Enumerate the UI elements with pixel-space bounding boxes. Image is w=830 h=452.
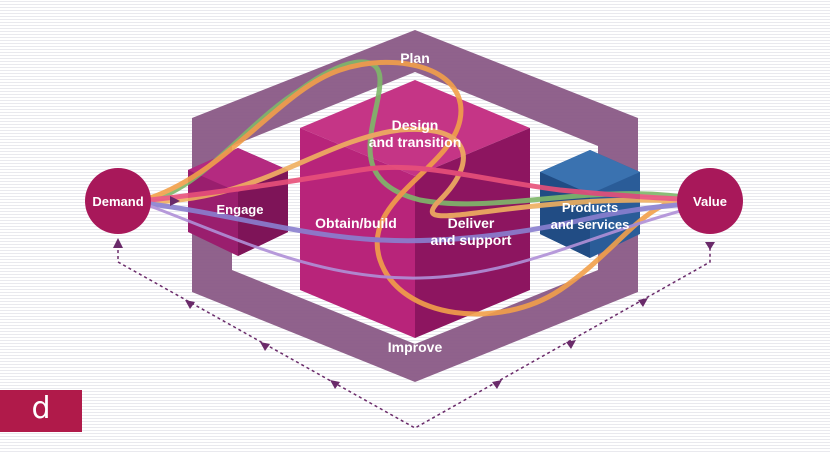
- arrowhead: [492, 380, 502, 389]
- label-demand: Demand: [92, 194, 143, 209]
- label-obtain-build: Obtain/build: [315, 215, 397, 231]
- value-circle: [677, 168, 743, 234]
- label-transition: and transition: [369, 134, 462, 150]
- arrowhead: [566, 340, 576, 349]
- label-engage: Engage: [217, 202, 264, 217]
- flow-orange-low: [147, 126, 703, 219]
- label-improve: Improve: [388, 339, 443, 355]
- corner-logo-badge: d: [0, 390, 82, 432]
- arrowhead: [705, 242, 715, 250]
- label-value: Value: [693, 194, 727, 209]
- feedback-arrowheads: [113, 238, 715, 389]
- label-services: and services: [551, 217, 630, 232]
- arrowhead: [113, 238, 123, 248]
- label-support: and support: [431, 232, 512, 248]
- flow-pink: [147, 164, 703, 203]
- label-plan: Plan: [400, 50, 430, 66]
- flow-green: [147, 59, 703, 207]
- label-deliver: Deliver: [448, 215, 495, 231]
- flow-purple: [147, 201, 703, 244]
- feedback-loop: [117, 244, 711, 429]
- arrowhead: [185, 300, 195, 309]
- label-products: Products: [562, 200, 618, 215]
- demand-circle: [85, 168, 151, 234]
- flow-violet: [148, 204, 702, 280]
- arrowhead: [260, 342, 270, 351]
- arrowhead: [330, 380, 340, 389]
- label-design: Design: [392, 117, 439, 133]
- demand-arrow: [170, 196, 180, 206]
- arrowhead: [638, 298, 648, 307]
- value-streams: [147, 59, 703, 317]
- flow-orange-high: [147, 59, 703, 317]
